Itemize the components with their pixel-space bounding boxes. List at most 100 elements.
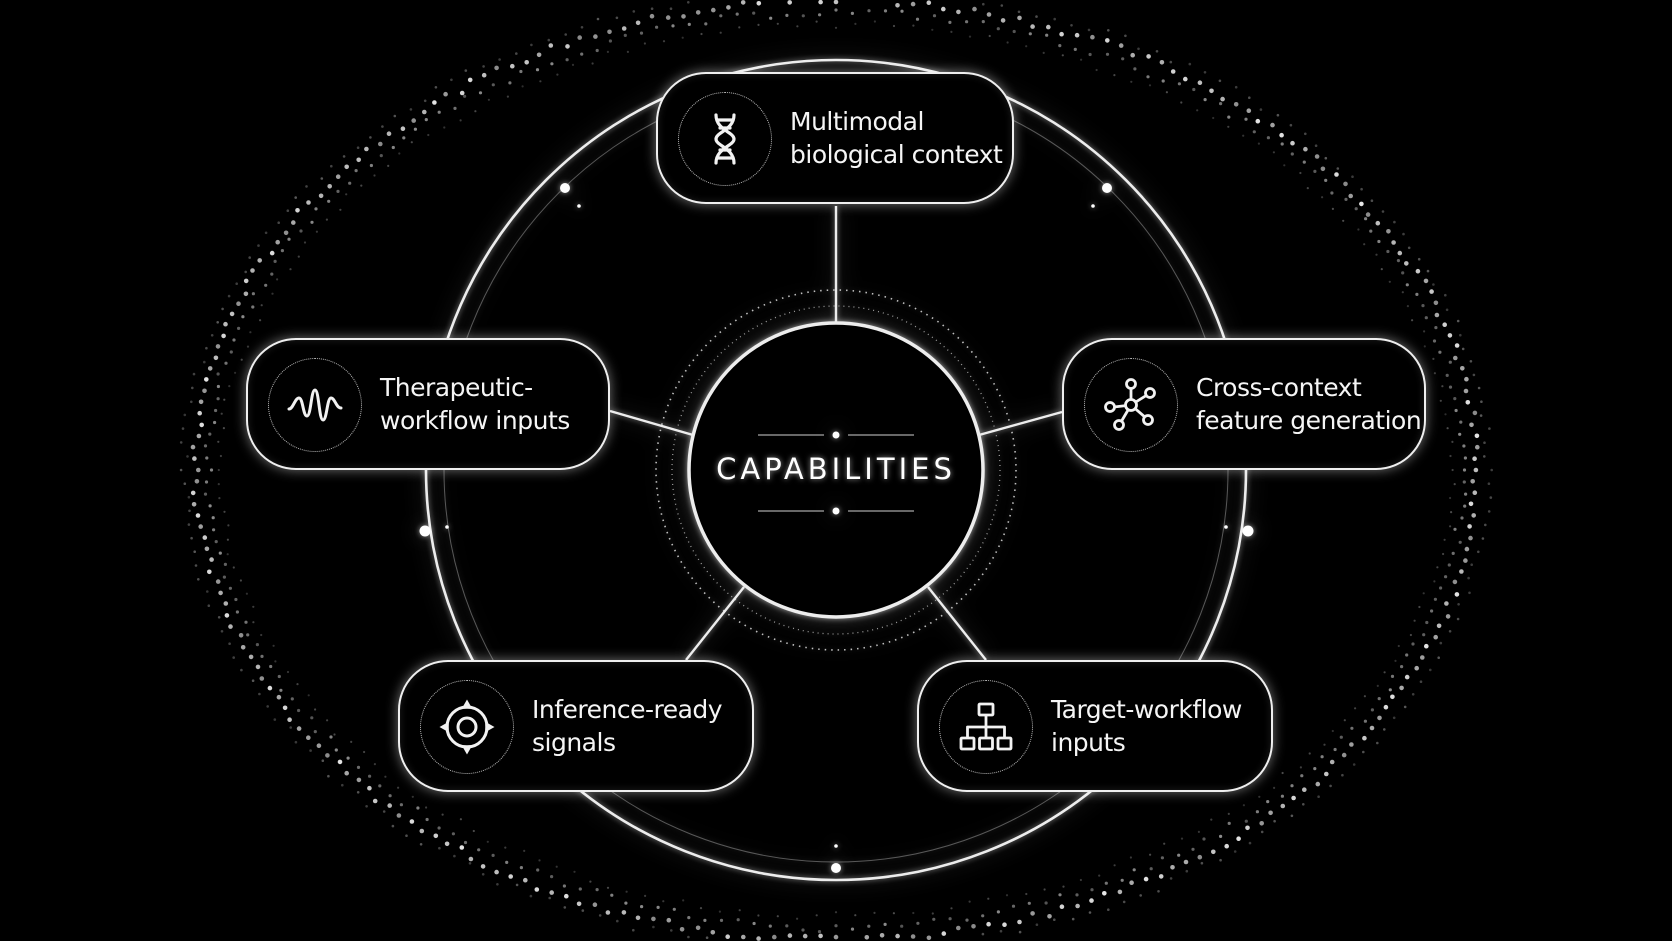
halo-dot bbox=[635, 915, 641, 921]
halo-dot bbox=[524, 60, 529, 65]
ring-small-dot-5 bbox=[834, 844, 838, 848]
halo-dot bbox=[738, 26, 741, 29]
halo-dot bbox=[950, 30, 953, 33]
halo-dot bbox=[1258, 795, 1261, 798]
halo-dot bbox=[1118, 43, 1124, 48]
node-label-therapeutic: Therapeutic- workflow inputs bbox=[380, 371, 592, 437]
node-therapeutic-workflow-inputs[interactable]: Therapeutic- workflow inputs bbox=[246, 338, 610, 470]
halo-dot bbox=[218, 497, 221, 500]
halo-dot bbox=[1469, 360, 1473, 363]
halo-dot bbox=[271, 292, 274, 295]
halo-dot bbox=[892, 912, 896, 915]
halo-dot bbox=[504, 846, 507, 849]
halo-dot bbox=[801, 928, 805, 932]
halo-dot bbox=[1245, 825, 1250, 831]
halo-dot bbox=[260, 654, 264, 659]
halo-dot bbox=[496, 883, 499, 886]
halo-dot bbox=[1146, 75, 1150, 79]
halo-dot bbox=[216, 384, 220, 389]
halo-dot bbox=[681, 36, 684, 39]
halo-dot bbox=[1244, 117, 1248, 121]
halo-dot bbox=[409, 108, 413, 111]
halo-dot bbox=[711, 7, 716, 13]
halo-dot bbox=[671, 24, 675, 28]
halo-dot bbox=[719, 918, 724, 923]
halo-dot bbox=[1429, 668, 1432, 672]
halo-dot bbox=[1411, 693, 1415, 696]
halo-dot bbox=[1462, 468, 1467, 472]
node-target-workflow-inputs[interactable]: Target-workflow inputs bbox=[917, 660, 1273, 792]
halo-dot bbox=[981, 914, 985, 918]
node-multimodal-biological-context[interactable]: Multimodal biological context bbox=[656, 72, 1014, 204]
halo-dot bbox=[379, 154, 383, 158]
halo-dot bbox=[1113, 864, 1116, 867]
halo-dot bbox=[1396, 259, 1400, 263]
halo-dot bbox=[387, 164, 390, 167]
halo-dot bbox=[550, 62, 554, 66]
halo-dot bbox=[1320, 166, 1326, 172]
halo-dot bbox=[704, 22, 708, 26]
halo-dot bbox=[756, 936, 761, 941]
halo-dot bbox=[556, 73, 559, 76]
halo-dot bbox=[1122, 900, 1126, 904]
halo-dot bbox=[950, 907, 953, 910]
halo-dot bbox=[1354, 207, 1358, 211]
halo-dot bbox=[215, 344, 221, 349]
halo-dot bbox=[700, 32, 703, 36]
halo-dot bbox=[615, 16, 619, 20]
halo-dot bbox=[505, 860, 509, 865]
node-cross-context-feature-generation[interactable]: Cross-context feature generation bbox=[1062, 338, 1426, 470]
halo-dot bbox=[224, 361, 228, 365]
halo-dot bbox=[534, 887, 540, 892]
halo-dot bbox=[1437, 656, 1440, 659]
halo-dot bbox=[498, 58, 501, 61]
halo-dot bbox=[365, 805, 368, 808]
halo-dot bbox=[1453, 355, 1458, 361]
halo-dot bbox=[346, 756, 350, 760]
halo-dot bbox=[1472, 373, 1476, 377]
halo-dot bbox=[1462, 444, 1466, 448]
halo-dot bbox=[437, 110, 441, 114]
halo-dot bbox=[941, 931, 947, 936]
halo-dot bbox=[463, 94, 467, 98]
halo-dot bbox=[1044, 901, 1048, 905]
halo-dot bbox=[1390, 694, 1395, 700]
halo-dot bbox=[1197, 80, 1203, 85]
halo-dot bbox=[1220, 96, 1225, 102]
node-inference-ready-signals[interactable]: Inference-ready signals bbox=[398, 660, 754, 792]
halo-dot bbox=[1104, 881, 1108, 885]
halo-dot bbox=[796, 25, 799, 28]
halo-dot bbox=[1463, 558, 1468, 563]
halo-dot bbox=[451, 832, 455, 836]
halo-dot bbox=[441, 813, 444, 816]
halo-dot bbox=[382, 810, 386, 813]
halo-dot bbox=[666, 917, 672, 923]
halo-dot bbox=[1323, 743, 1326, 746]
halo-dot bbox=[494, 65, 499, 71]
halo-dot bbox=[580, 26, 584, 29]
halo-dot bbox=[1090, 888, 1094, 892]
halo-dot bbox=[405, 834, 408, 837]
halo-dot bbox=[1445, 373, 1449, 377]
halo-dot bbox=[237, 326, 241, 330]
halo-dot bbox=[1137, 47, 1140, 51]
halo-dot bbox=[287, 237, 291, 241]
halo-dot bbox=[360, 184, 363, 187]
halo-dot bbox=[672, 907, 676, 911]
halo-dot bbox=[883, 9, 888, 13]
halo-dot bbox=[1308, 752, 1311, 755]
halo-dot bbox=[206, 590, 209, 593]
halo-dot bbox=[1388, 280, 1391, 283]
halo-dot bbox=[1079, 878, 1082, 882]
halo-dot bbox=[1343, 719, 1346, 722]
halo-dot bbox=[649, 13, 655, 19]
halo-dot bbox=[1344, 197, 1348, 201]
halo-dot bbox=[204, 546, 210, 552]
halo-dot bbox=[443, 126, 446, 129]
halo-dot bbox=[1463, 388, 1469, 394]
halo-dot bbox=[626, 50, 630, 54]
halo-dot bbox=[785, 13, 789, 17]
halo-dot bbox=[662, 900, 665, 903]
ring-dot-right bbox=[1242, 525, 1254, 537]
halo-dot bbox=[1468, 591, 1471, 595]
